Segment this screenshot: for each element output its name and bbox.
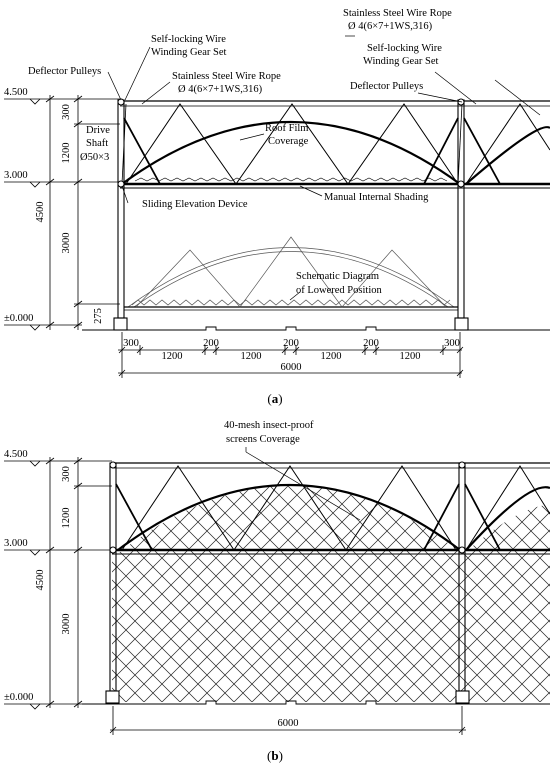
dim-3000-a: 3000	[61, 233, 72, 254]
hdim-a-2: 1200	[162, 351, 183, 362]
label-wire-rope-right-line1: Stainless Steel Wire Rope	[343, 8, 452, 19]
label-gear-set-right-line2: Winding Gear Set	[363, 56, 438, 67]
vertical-dimensions-a	[45, 95, 120, 330]
label-deflector-pulleys-left: Deflector Pulleys	[28, 66, 101, 77]
elevation-top-a: 4.500	[4, 87, 28, 98]
elevation-markers-b	[4, 460, 46, 710]
label-gear-set-right-line1: Self-locking Wire	[367, 43, 442, 54]
ground-line-b	[82, 700, 550, 705]
label-deflector-pulleys-right: Deflector Pulleys	[350, 81, 423, 92]
dim-4500-b: 4500	[35, 570, 46, 591]
label-drive-shaft-line3: Ø50×3	[80, 152, 109, 163]
dim-1200-a: 1200	[61, 143, 72, 164]
roof-truss-b	[112, 462, 550, 555]
total-width-b: 6000	[278, 718, 299, 729]
label-drive-shaft-line1: Drive	[86, 125, 110, 136]
dim-3000-b: 3000	[61, 614, 72, 635]
label-drive-shaft-line2: Shaft	[86, 138, 108, 149]
label-manual-shading: Manual Internal Shading	[324, 192, 429, 203]
columns-a	[113, 99, 469, 331]
leader-lines-b	[245, 447, 361, 521]
dim-300-b: 300	[61, 466, 72, 482]
hdim-a-6: 1200	[321, 351, 342, 362]
label-gear-set-left-line2: Winding Gear Set	[151, 47, 226, 58]
label-wire-rope-right-line2: Ø 4(6×7+1WS,316)	[348, 21, 433, 32]
total-width-a: 6000	[281, 362, 302, 373]
dim-4500-a: 4500	[35, 202, 46, 223]
pulleys-a	[117, 98, 465, 188]
insect-screen-mesh-b	[112, 486, 550, 702]
panel-a: 4.500 3.000 ±0.000 300 1200 4500 3000 27…	[4, 8, 550, 406]
lowered-schematic-a	[124, 236, 458, 311]
label-insect-screen-line2: screens Coverage	[226, 434, 300, 445]
dim-1200-b: 1200	[61, 508, 72, 529]
shading-zigzag-a	[134, 177, 448, 182]
roof-truss-a	[120, 100, 550, 189]
label-wire-rope-left-line1: Stainless Steel Wire Rope	[172, 71, 281, 82]
caption-b: (b)	[267, 748, 283, 763]
label-roof-film-line2: Coverage	[268, 136, 309, 147]
elevation-markers-a	[4, 98, 46, 331]
dim-275-a: 275	[93, 308, 104, 324]
horizontal-dimensions-b	[109, 706, 466, 735]
hdim-a-8: 1200	[400, 351, 421, 362]
label-wire-rope-left-line2: Ø 4(6×7+1WS,316)	[178, 84, 263, 95]
hdim-a-5: 200	[283, 338, 299, 349]
elevation-mid-a: 3.000	[4, 170, 28, 181]
pulleys-b	[109, 461, 466, 554]
elevation-base-b: ±0.000	[4, 692, 33, 703]
ground-line-a	[82, 326, 550, 331]
leader-lines-a	[107, 35, 541, 301]
label-insect-screen-line1: 40-mesh insect-proof	[224, 420, 314, 431]
hdim-a-9: 300	[444, 338, 460, 349]
elevation-mid-b: 3.000	[4, 538, 28, 549]
dim-300-a: 300	[61, 104, 72, 120]
horizontal-dimensions-a	[118, 332, 464, 378]
hdim-a-7: 200	[363, 338, 379, 349]
label-sliding-elevation: Sliding Elevation Device	[142, 199, 248, 210]
caption-a: (a)	[267, 391, 282, 406]
panel-b: 4.500 3.000 ±0.000 300 1200 4500 3000	[4, 420, 550, 763]
label-schematic-line1: Schematic Diagram	[296, 271, 379, 282]
label-gear-set-left-line1: Self-locking Wire	[151, 34, 226, 45]
label-schematic-line2: of Lowered Position	[296, 285, 382, 296]
hdim-a-4: 1200	[241, 351, 262, 362]
vertical-dimensions-b	[45, 457, 112, 708]
elevation-base-a: ±0.000	[4, 313, 33, 324]
hdim-a-3: 200	[203, 338, 219, 349]
label-roof-film-line1: Roof Film	[265, 123, 308, 134]
hdim-a-1: 300	[123, 338, 139, 349]
elevation-top-b: 4.500	[4, 449, 28, 460]
